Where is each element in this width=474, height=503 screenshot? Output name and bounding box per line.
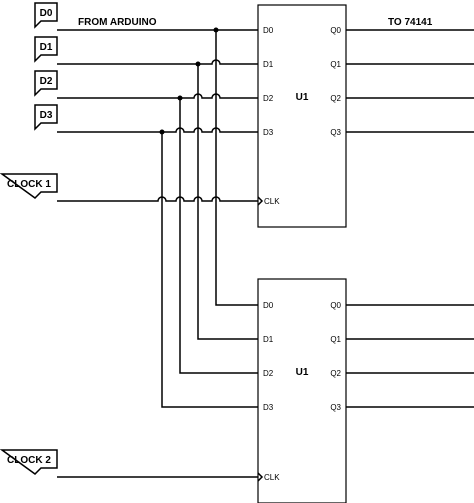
input-flag-d1: D1 [34, 36, 58, 63]
d1-tap-wire [197, 64, 258, 340]
register-2-outputs [346, 304, 474, 408]
input-flag-d2: D2 [34, 70, 58, 97]
register-2: U1 D0 D1 D2 D3 Q0 Q1 Q2 Q3 CLK [257, 278, 347, 503]
input-label-d3: D3 [40, 110, 53, 121]
d1-wire [57, 59, 258, 65]
junction-dot-d3 [159, 129, 165, 135]
input-label-d0: D0 [40, 8, 53, 19]
register-1-name: U1 [296, 92, 309, 103]
register-2-pin-d2: D2 [263, 369, 274, 378]
d2-tap-wire [179, 98, 258, 374]
input-flag-d0: D0 [34, 2, 58, 29]
register-2-pin-q3: Q3 [330, 403, 341, 412]
register-1-pin-d0: D0 [263, 26, 274, 35]
register-2-pin-q0: Q0 [330, 301, 341, 310]
d0-tap-wire [215, 30, 258, 306]
to-74141-label: TO 74141 [388, 17, 433, 28]
register-1-clock-triangle [257, 196, 264, 206]
register-2-pin-q2: Q2 [330, 369, 341, 378]
input-flag-clock2: CLOCK 2 [0, 449, 58, 475]
register-2-pin-d0: D0 [263, 301, 274, 310]
register-1-pin-clk: CLK [264, 197, 280, 206]
junction-dot-d2 [177, 95, 183, 101]
register-1-pin-d3: D3 [263, 128, 274, 137]
input-label-clock1: CLOCK 1 [7, 179, 51, 190]
clock1-wire [57, 196, 258, 202]
register-1-pin-q3: Q3 [330, 128, 341, 137]
input-label-d2: D2 [40, 76, 53, 87]
d3-tap-wire [161, 132, 258, 408]
junction-dot-d1 [195, 61, 201, 67]
register-2-pin-clk: CLK [264, 473, 280, 482]
input-label-d1: D1 [40, 42, 53, 53]
register-1-pin-q2: Q2 [330, 94, 341, 103]
register-1-pin-q1: Q1 [330, 60, 341, 69]
register-2-body [257, 278, 347, 503]
d3-wire [57, 127, 258, 133]
register-2-pin-q1: Q1 [330, 335, 341, 344]
input-label-clock2: CLOCK 2 [7, 455, 51, 466]
register-1: U1 D0 D1 D2 D3 Q0 Q1 Q2 Q3 CLK [257, 4, 347, 228]
input-flag-clock1: CLOCK 1 [0, 173, 58, 199]
register-2-pin-d3: D3 [263, 403, 274, 412]
register-1-pin-d1: D1 [263, 60, 274, 69]
input-flag-d3: D3 [34, 104, 58, 131]
register-2-pin-d1: D1 [263, 335, 274, 344]
from-arduino-label: FROM ARDUINO [78, 17, 157, 28]
junction-dot-d0 [213, 27, 219, 33]
register-1-outputs [346, 29, 474, 133]
register-2-name: U1 [296, 367, 309, 378]
register-1-pin-q0: Q0 [330, 26, 341, 35]
register-1-body [257, 4, 347, 228]
register-1-pin-d2: D2 [263, 94, 274, 103]
register-2-clock-triangle [257, 472, 264, 482]
d2-wire [57, 93, 258, 99]
